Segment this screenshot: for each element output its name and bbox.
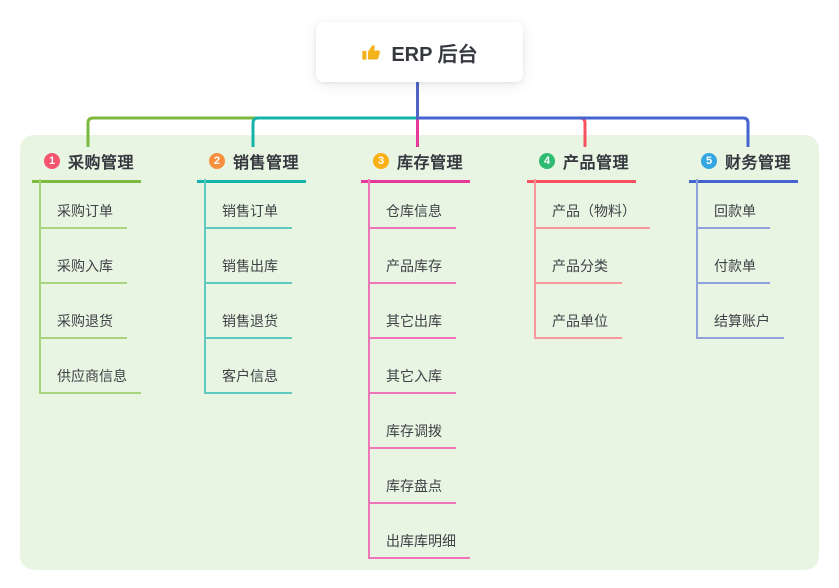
child-node[interactable]: 出库库明细	[368, 504, 470, 559]
branch-number-badge: 5	[701, 153, 717, 169]
branch-number-badge: 2	[209, 153, 225, 169]
child-node[interactable]: 仓库信息	[368, 174, 456, 229]
branch-children: 回款单付款单结算账户	[696, 174, 784, 339]
child-node[interactable]: 销售出库	[204, 229, 292, 284]
child-node[interactable]: 产品单位	[534, 284, 622, 339]
child-node[interactable]: 采购退货	[39, 284, 127, 339]
child-node[interactable]: 客户信息	[204, 339, 292, 394]
branch-children: 销售订单销售出库销售退货客户信息	[204, 174, 292, 394]
child-connector-line	[39, 179, 41, 394]
background-panel	[20, 135, 819, 570]
branch-children: 采购订单采购入库采购退货供应商信息	[39, 174, 141, 394]
child-connector-line	[368, 179, 370, 559]
branch-label: 销售管理	[233, 155, 300, 172]
branch-node-5[interactable]: 5 财务管理	[689, 148, 799, 183]
child-node[interactable]: 供应商信息	[39, 339, 141, 394]
branch-children: 产品（物料）产品分类产品单位	[534, 174, 650, 339]
branch-number-badge: 1	[44, 153, 60, 169]
child-node[interactable]: 销售订单	[204, 174, 292, 229]
child-node[interactable]: 产品库存	[368, 229, 456, 284]
child-connector-line	[534, 179, 536, 339]
branch-node-1[interactable]: 1 采购管理	[32, 148, 142, 183]
child-node[interactable]: 其它入库	[368, 339, 456, 394]
child-node[interactable]: 产品分类	[534, 229, 622, 284]
branch-children: 仓库信息产品库存其它出库其它入库库存调拨库存盘点出库库明细	[368, 174, 470, 559]
child-node[interactable]: 付款单	[696, 229, 770, 284]
child-node[interactable]: 其它出库	[368, 284, 456, 339]
child-node[interactable]: 回款单	[696, 174, 770, 229]
branch-number-badge: 3	[373, 153, 389, 169]
branch-label: 库存管理	[397, 155, 464, 172]
branch-label: 采购管理	[68, 155, 135, 172]
thumbs-up-icon	[361, 42, 382, 63]
child-node[interactable]: 销售退货	[204, 284, 292, 339]
branch-label: 产品管理	[563, 155, 630, 172]
branch-node-4[interactable]: 4 产品管理	[527, 148, 637, 183]
branch-node-2[interactable]: 2 销售管理	[197, 148, 307, 183]
child-connector-line	[696, 179, 698, 339]
child-node[interactable]: 采购入库	[39, 229, 127, 284]
child-node[interactable]: 库存调拨	[368, 394, 456, 449]
root-label: ERP 后台	[391, 43, 478, 66]
child-node[interactable]: 库存盘点	[368, 449, 456, 504]
child-node[interactable]: 产品（物料）	[534, 174, 650, 229]
root-node[interactable]: ERP 后台	[316, 22, 523, 82]
child-connector-line	[204, 179, 206, 394]
child-node[interactable]: 结算账户	[696, 284, 784, 339]
branch-label: 财务管理	[725, 155, 792, 172]
branch-number-badge: 4	[539, 153, 555, 169]
child-node[interactable]: 采购订单	[39, 174, 127, 229]
branch-node-3[interactable]: 3 库存管理	[361, 148, 471, 183]
